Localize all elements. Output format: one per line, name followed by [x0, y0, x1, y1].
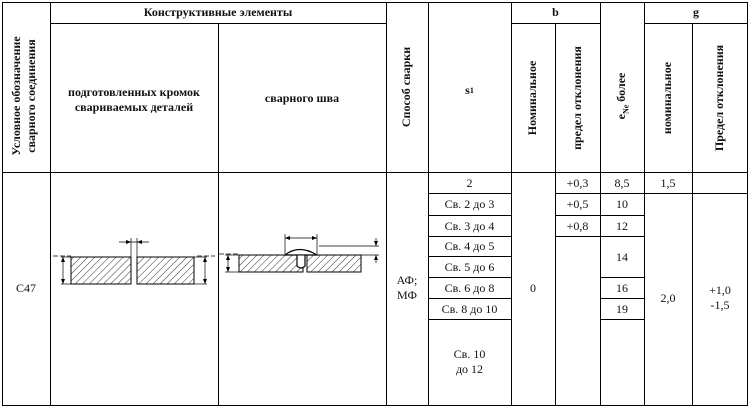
col-line-9 [692, 23, 693, 406]
e-cell: 19 [616, 301, 628, 316]
header-b: b [552, 5, 559, 19]
header-prepared-edges: подготовленных кромок свариваемых детале… [68, 85, 200, 114]
e-cell: 14 [616, 249, 628, 264]
e-cell: 12 [616, 218, 628, 233]
row-line-btol-1 [555, 193, 600, 194]
col-line-1 [50, 2, 51, 406]
s1-cell: Св. 3 до 4 [444, 218, 495, 233]
header-g: g [693, 5, 699, 19]
g-nominal-cell: 1,5 [660, 175, 676, 190]
header-g-nominal: номинальное [660, 61, 674, 135]
col-line-8 [644, 2, 645, 406]
e-cell: 10 [616, 197, 628, 211]
col-line-4 [428, 2, 429, 406]
s1-cell: Св. 6 до 8 [444, 280, 495, 295]
col-line-6 [555, 23, 556, 406]
header-b-nominal: Номинальное [525, 60, 539, 136]
s1-cell: Св. 5 до 6 [444, 259, 495, 274]
e-cell: 8,5 [614, 175, 630, 190]
col-line-2 [218, 23, 219, 406]
s1-cell: Св. 4 до 5 [444, 239, 495, 253]
row-line-s1-5 [428, 277, 511, 278]
row-line-gtol-1 [692, 193, 748, 194]
row-line-s1-6 [428, 298, 511, 299]
row-b-nominal: 0 [530, 280, 536, 295]
row-line-e-5 [600, 298, 644, 299]
header-method: Способ сварки [399, 46, 413, 128]
row-line-e-3 [600, 236, 644, 237]
header-subdivider-g [644, 23, 748, 24]
s1-cell: Св. 10 до 12 [453, 347, 486, 376]
prepared-edges-drawing [53, 238, 215, 285]
header-designation: Условное обозначение сварного соединения [9, 36, 38, 156]
header-bottom-line [2, 172, 748, 173]
row-line-e-1 [600, 193, 644, 194]
row-line-btol-3 [555, 236, 600, 237]
weld-seam-drawing [219, 234, 379, 273]
row-line-s1-7 [428, 319, 511, 320]
table-border-top [2, 2, 748, 3]
table-border-right [747, 2, 748, 406]
header-e: eNe более [614, 72, 631, 120]
header-g-tolerance: Предел отклонения [712, 44, 726, 152]
row-line-s1-1 [428, 193, 511, 194]
col-line-3 [386, 2, 387, 406]
row-line-s1-3 [428, 236, 511, 237]
row-method: АФ; МФ [396, 273, 418, 302]
s1-cell: Св. 2 до 3 [444, 197, 495, 211]
b-tolerance-cell: +0,5 [566, 197, 589, 211]
row-line-s1-2 [428, 215, 511, 216]
row-line-e-2 [600, 215, 644, 216]
col-line-7 [600, 2, 601, 406]
row-line-gnom-1 [644, 193, 692, 194]
g-nominal-cell: 2,0 [660, 290, 676, 305]
row-designation: С47 [15, 280, 36, 295]
row-line-s1-4 [428, 256, 511, 257]
table-border-left [2, 2, 3, 406]
header-weld-seam: сварного шва [264, 90, 340, 105]
row-line-e-4 [600, 277, 644, 278]
table-border-bottom [2, 405, 748, 406]
e-cell: 16 [616, 280, 628, 295]
s1-cell: Св. 8 до 10 [441, 301, 498, 316]
header-group-title: Конструктивные элементы [143, 5, 293, 19]
header-b-tolerance: предел отклонения [570, 46, 584, 150]
g-tolerance-cell: +1,0 -1,5 [709, 283, 731, 312]
row-line-e-6 [600, 319, 644, 320]
b-tolerance-cell: +0,3 [566, 175, 589, 190]
s1-cell: 2 [466, 175, 473, 190]
b-tolerance-cell: +0,8 [566, 218, 589, 233]
row-line-btol-2 [555, 215, 600, 216]
col-line-5 [511, 2, 512, 406]
